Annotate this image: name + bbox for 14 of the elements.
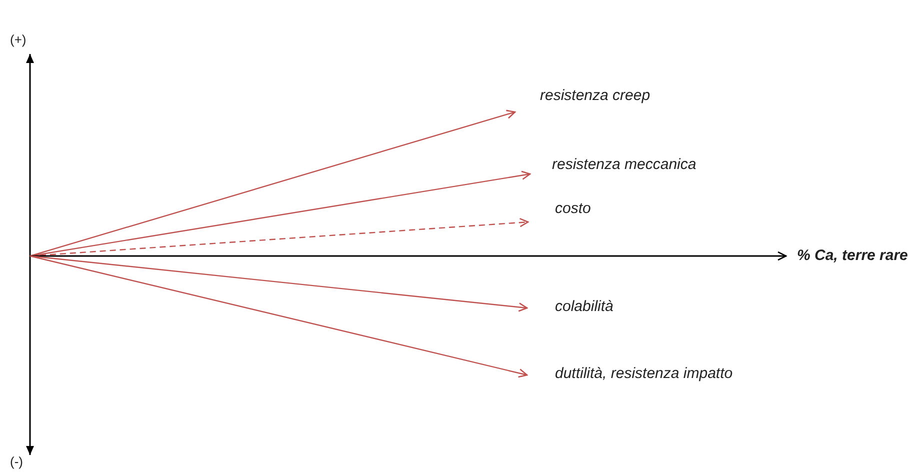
axis-label-text: resistenza creep	[540, 86, 650, 106]
arrow	[30, 170, 531, 257]
arrow	[30, 255, 528, 378]
axis-label-text: duttilità, resistenza impatto	[555, 364, 733, 384]
arrow	[30, 218, 529, 257]
axis-label-text: colabilità	[555, 297, 614, 317]
arrow	[30, 255, 528, 312]
arrow	[30, 110, 516, 257]
sign-label: (+)	[10, 32, 26, 48]
axis-label-text: costo	[555, 199, 591, 219]
axis-label-text: % Ca, terre rare	[797, 246, 908, 266]
axis-label-text: resistenza meccanica	[552, 155, 696, 175]
sign-label: (-)	[10, 454, 23, 470]
arrow	[30, 251, 787, 261]
